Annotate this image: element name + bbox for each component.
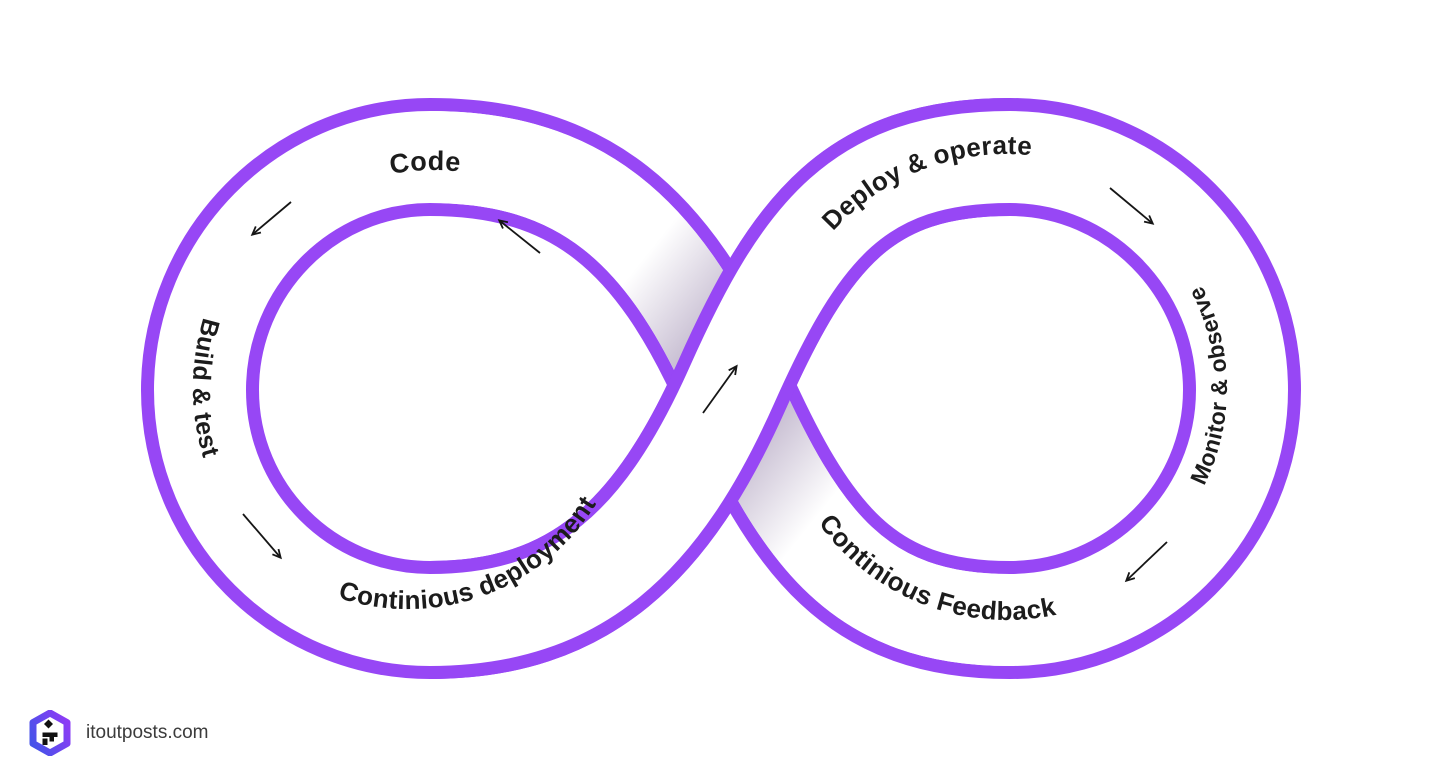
footer-brand: itoutposts.com — [28, 710, 209, 756]
ribbon-overpass-interior — [429, 111, 1011, 666]
flow-arrow-bottom-left — [242, 513, 282, 560]
flow-arrows — [242, 187, 1168, 583]
flow-arrow-center — [702, 364, 738, 414]
flow-arrow-top-left — [250, 201, 292, 236]
logo-diamond-mark — [44, 719, 53, 729]
itoutposts-logo-icon — [29, 710, 71, 756]
website-url: itoutposts.com — [86, 722, 209, 743]
flow-arrow-bottom-right — [1124, 541, 1168, 583]
flow-arrow-code-right — [497, 219, 541, 254]
infinity-ribbon — [140, 97, 1302, 680]
stage-label-code: Code — [388, 146, 463, 180]
logo-it-mark — [42, 732, 58, 745]
flow-arrow-top-right — [1109, 187, 1155, 225]
